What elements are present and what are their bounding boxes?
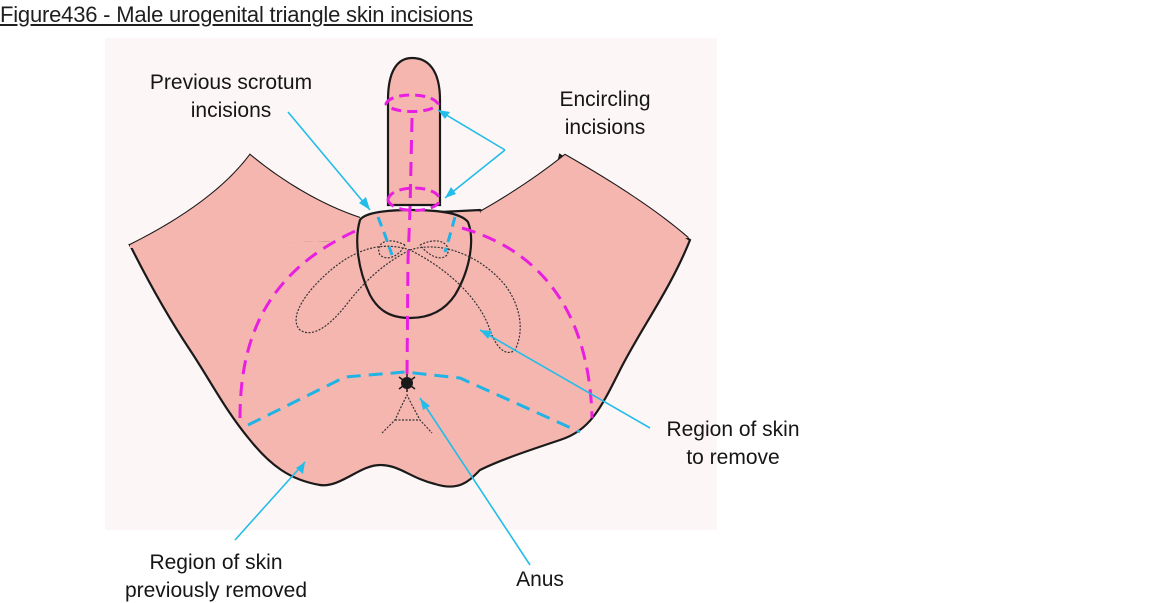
- arrowhead-encircling-tip: [438, 110, 450, 119]
- arrowhead-previously-removed: [296, 462, 305, 474]
- leader-encircling-tip: [437, 109, 506, 151]
- right-thigh-fill: [480, 155, 688, 245]
- figure-title: Figure436 - Male urogenital triangle ski…: [0, 2, 473, 27]
- magenta-incision-arc: [238, 226, 594, 419]
- left-thigh-fill: [130, 155, 360, 248]
- previous-scrotum-incision-left: [376, 216, 394, 256]
- encircling-incision-tip: [384, 93, 440, 113]
- inner-structure-left: [295, 245, 411, 334]
- leader-encircling-base: [444, 149, 506, 199]
- inner-structure-loop-left: [378, 240, 406, 259]
- leader-region-remove: [479, 329, 651, 429]
- arrowhead-previous-scrotum: [359, 197, 370, 210]
- label-anus: Anus: [516, 568, 564, 591]
- leader-previously-removed: [234, 461, 306, 541]
- leader-arrowheads: [296, 110, 492, 474]
- label-region-of-skin-previously-removed: Region of skin previously removed: [124, 551, 308, 602]
- penis-shaft: [386, 56, 442, 207]
- magenta-midline-incision: [405, 117, 414, 376]
- label-previous-scrotum-incisions: Previous scrotum incisions: [149, 71, 313, 122]
- previous-scrotum-incision-right: [443, 216, 457, 253]
- leader-anus: [419, 397, 531, 566]
- previously-removed-border: [247, 370, 581, 434]
- leader-previous-scrotum: [287, 111, 371, 211]
- label-region-of-skin-to-remove: Region of skin to remove: [666, 418, 800, 469]
- arrowhead-encircling-base: [445, 187, 456, 198]
- arrowhead-anus: [420, 398, 430, 410]
- anus-mark: [381, 374, 433, 434]
- inner-structure-loop-right: [419, 240, 449, 259]
- left-thigh-outline: [129, 153, 361, 246]
- arrowhead-region-remove: [480, 330, 492, 339]
- label-encircling-incisions: Encircling incisions: [559, 88, 651, 139]
- encircling-incision-base: [386, 186, 442, 212]
- leader-lines: [234, 109, 651, 566]
